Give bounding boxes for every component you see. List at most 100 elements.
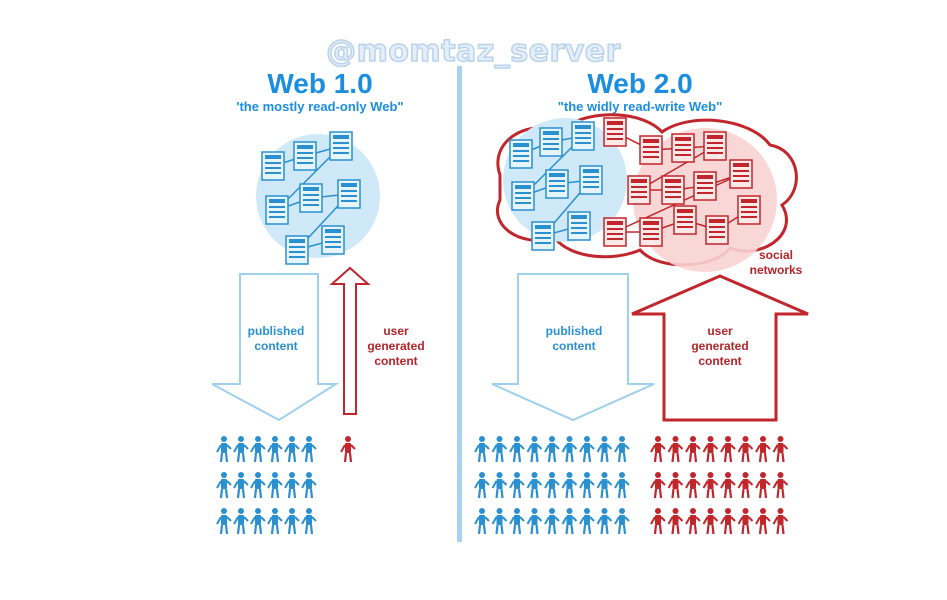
web1-user-arrow	[329, 266, 371, 415]
person-icon	[614, 472, 630, 499]
person-icon	[737, 436, 754, 463]
web2-user-label: user generated content	[691, 324, 749, 368]
person-icon	[685, 508, 701, 535]
person-icon	[755, 472, 771, 499]
person-icon	[233, 436, 249, 463]
web2-subtitle: "the widly read-write Web"	[557, 99, 723, 114]
page-link	[638, 145, 716, 191]
person-icon	[755, 508, 771, 535]
web-page-icon	[705, 215, 729, 245]
web-page-icon	[661, 175, 685, 205]
web-page-icon	[337, 179, 361, 209]
web-page-icon	[265, 195, 289, 225]
web1-title: Web 1.0	[267, 68, 373, 99]
person-icon	[650, 472, 666, 499]
web-page-icon	[285, 235, 309, 265]
person-icon	[737, 508, 754, 535]
web-page-icon	[639, 135, 663, 165]
person-icon	[561, 508, 578, 535]
person-icon	[491, 436, 508, 463]
person-icon	[544, 436, 560, 463]
web-page-icon	[509, 139, 533, 169]
person-icon	[301, 436, 317, 463]
watermark: @momtaz_server	[325, 33, 621, 70]
web1-user-label: user generated content	[367, 324, 425, 368]
person-icon	[561, 472, 578, 499]
web-page-icon	[671, 133, 695, 163]
person-icon	[596, 436, 613, 463]
web-page-icon	[673, 205, 697, 235]
person-icon	[702, 508, 719, 535]
person-icon	[526, 508, 543, 535]
person-icon	[509, 436, 525, 463]
web2-title: Web 2.0	[587, 68, 693, 99]
person-icon	[250, 508, 266, 535]
person-icon	[526, 436, 543, 463]
person-icon	[755, 436, 771, 463]
person-icon	[685, 472, 701, 499]
web1-subtitle: 'the mostly read-only Web"	[236, 99, 404, 114]
person-icon	[650, 436, 666, 463]
web1-published-arrow	[211, 273, 340, 422]
web-page-icon	[539, 127, 563, 157]
web2-user-arrow	[631, 274, 809, 422]
web-page-icon	[737, 195, 761, 225]
web-page-icon	[329, 131, 353, 161]
web2-page-network	[509, 117, 761, 251]
person-icon	[702, 472, 719, 499]
person-icon	[267, 508, 283, 535]
person-icon	[579, 472, 595, 499]
web-page-icon	[729, 159, 753, 189]
person-icon	[216, 508, 232, 535]
person-icon	[474, 508, 490, 535]
person-icon	[544, 508, 560, 535]
person-icon	[596, 508, 613, 535]
web2-published-label: published content	[545, 324, 603, 353]
person-icon	[614, 508, 630, 535]
person-icon	[685, 436, 701, 463]
person-icon	[509, 508, 525, 535]
web-page-icon	[511, 181, 535, 211]
person-icon	[720, 472, 736, 499]
person-icon	[667, 472, 684, 499]
people-crowds	[216, 436, 789, 535]
person-icon	[650, 508, 666, 535]
person-icon	[561, 436, 578, 463]
person-icon	[216, 472, 232, 499]
person-icon	[596, 472, 613, 499]
web-page-icon	[603, 117, 627, 147]
web-page-icon	[531, 221, 555, 251]
person-icon	[720, 508, 736, 535]
person-icon	[772, 508, 789, 535]
web-page-icon	[703, 131, 727, 161]
web-page-icon	[639, 217, 663, 247]
person-icon	[509, 472, 525, 499]
person-icon	[284, 436, 300, 463]
web-page-icon	[321, 225, 345, 255]
web2-social-networks-label: social networks	[749, 248, 803, 277]
person-icon	[474, 436, 490, 463]
person-icon	[233, 472, 249, 499]
person-icon	[301, 508, 317, 535]
web-page-icon	[603, 217, 627, 247]
web-page-icon	[567, 211, 591, 241]
web-page-icon	[627, 175, 651, 205]
person-icon	[267, 472, 283, 499]
center-divider	[457, 66, 462, 542]
web2-published-arrow	[491, 273, 655, 422]
person-icon	[250, 472, 266, 499]
person-icon	[491, 472, 508, 499]
person-icon	[737, 472, 754, 499]
person-icon	[614, 436, 630, 463]
web1-published-label: published content	[247, 324, 305, 353]
person-icon	[702, 436, 719, 463]
web-page-icon	[579, 165, 603, 195]
person-icon	[250, 436, 266, 463]
person-icon	[667, 508, 684, 535]
person-icon	[474, 472, 490, 499]
web-page-icon	[299, 183, 323, 213]
person-icon	[491, 508, 508, 535]
person-icon	[216, 436, 232, 463]
